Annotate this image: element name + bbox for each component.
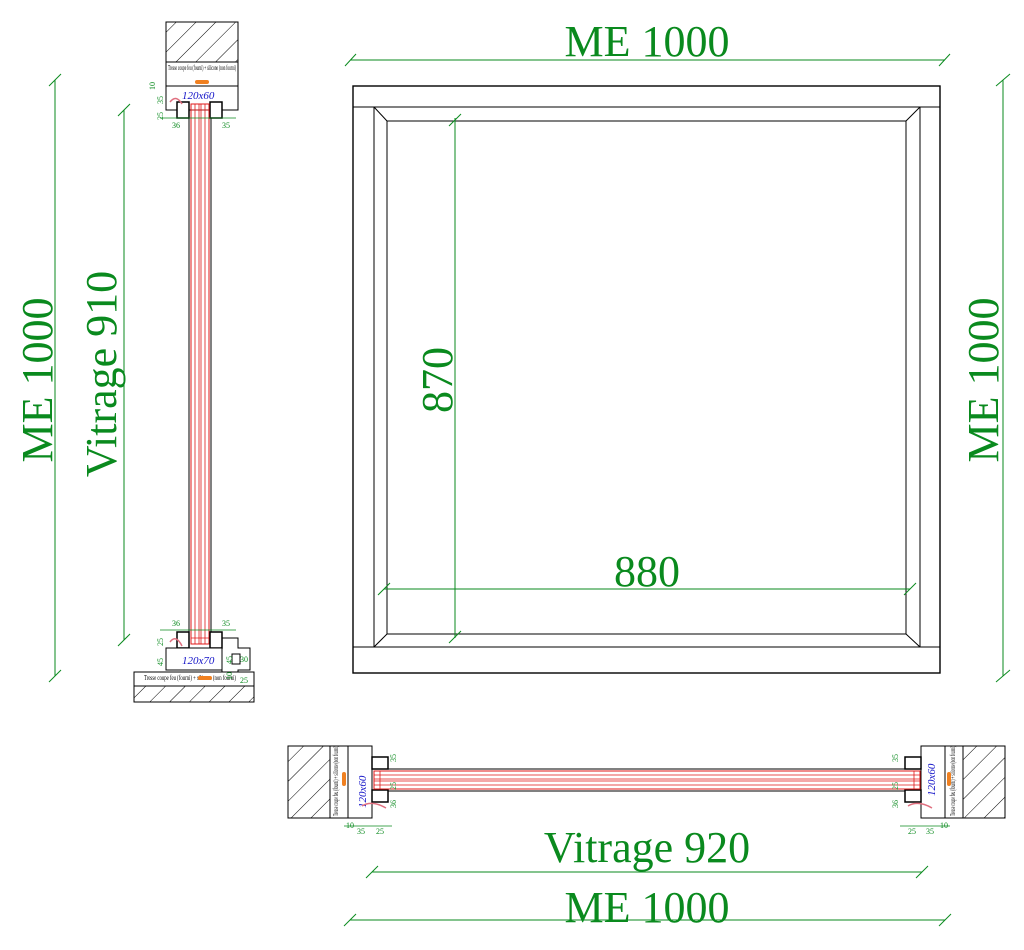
horizontal-glass-dimension: Vitrage 920 bbox=[365, 823, 929, 879]
vdim-top-4: 36 bbox=[172, 121, 180, 130]
vdim-top-5: 35 bbox=[222, 121, 230, 130]
hdim-left-6: 25 bbox=[376, 827, 384, 836]
horizontal-outer-label: ME 1000 bbox=[565, 883, 730, 932]
horizontal-glass bbox=[373, 770, 921, 790]
hdim-left-5: 35 bbox=[357, 827, 365, 836]
vdim-bot-3: 25 bbox=[156, 638, 165, 646]
horizontal-section: Tresse coupe feu (fourni) + silicone (no… bbox=[287, 745, 1006, 932]
hdim-right-4: 10 bbox=[940, 821, 948, 830]
horizontal-outer-dimension: ME 1000 bbox=[343, 883, 952, 932]
glass-height-label: 870 bbox=[413, 347, 462, 413]
hdim-left-3: 36 bbox=[389, 800, 398, 808]
vertical-bottom-profile: 120x70 bbox=[182, 655, 215, 667]
hdim-right-5: 25 bbox=[908, 827, 916, 836]
vertical-glass-dimension: Vitrage 910 bbox=[77, 103, 131, 647]
vdim-bot-2: 35 bbox=[222, 619, 230, 628]
horizontal-right-profile: 120x60 bbox=[926, 763, 938, 796]
bottom-seal bbox=[198, 676, 212, 680]
horizontal-glass-label: Vitrage 920 bbox=[544, 823, 750, 872]
vdim-top-1: 10 bbox=[148, 82, 157, 90]
right-seal bbox=[947, 772, 951, 786]
vertical-glass bbox=[190, 103, 210, 645]
hdim-left-1: 35 bbox=[389, 754, 398, 762]
vertical-outer-label: ME 1000 bbox=[13, 298, 62, 463]
glass-width-dimension: 880 bbox=[377, 547, 917, 596]
floor bbox=[133, 685, 255, 703]
glass-pane bbox=[386, 120, 907, 635]
vdim-bot-1: 36 bbox=[172, 619, 180, 628]
vertical-glass-label: Vitrage 910 bbox=[77, 271, 126, 477]
hdim-right-2: 25 bbox=[891, 782, 900, 790]
vdim-top-3: 25 bbox=[156, 112, 165, 120]
horizontal-left-note: Tresse coupe feu (fourni) + silicone (no… bbox=[332, 746, 340, 816]
front-view: ME 1000 ME 1000 870 880 bbox=[344, 17, 1011, 683]
outer-frame bbox=[352, 85, 941, 674]
vdim-bot-4: 45 bbox=[156, 658, 165, 666]
vertical-bottom-note: Tresse coupe feu (fourni) + silicone (no… bbox=[144, 674, 236, 682]
left-seal bbox=[342, 772, 346, 786]
vdim-bot-7: 10 bbox=[225, 672, 234, 680]
vdim-bot-5: 45 bbox=[225, 656, 234, 664]
vdim-top-2: 35 bbox=[156, 96, 165, 104]
hdim-left-4: 10 bbox=[346, 821, 354, 830]
front-top-dimension: ME 1000 bbox=[344, 17, 951, 67]
horizontal-right-note: Tresse coupe feu (fourni) + silicone (no… bbox=[949, 746, 957, 816]
hdim-right-3: 36 bbox=[891, 800, 900, 808]
front-right-dimension: ME 1000 bbox=[959, 73, 1011, 683]
vertical-top-profile: 120x60 bbox=[182, 90, 215, 102]
sash-frame bbox=[373, 106, 921, 648]
glass-width-label: 880 bbox=[614, 547, 680, 596]
hdim-right-1: 35 bbox=[891, 754, 900, 762]
wall-right bbox=[962, 745, 1006, 819]
front-right-label: ME 1000 bbox=[959, 298, 1008, 463]
vertical-section: Tresse coupe feu (fourni) + silicone (no… bbox=[13, 21, 255, 703]
vdim-bot-8: 25 bbox=[240, 676, 248, 685]
top-seal bbox=[195, 80, 209, 84]
vertical-outer-dimension: ME 1000 bbox=[13, 73, 62, 683]
vertical-top-note: Tresse coupe feu (fourni) + silicone (no… bbox=[168, 64, 236, 72]
front-top-label: ME 1000 bbox=[565, 17, 730, 66]
hdim-right-6: 35 bbox=[926, 827, 934, 836]
glass-height-dimension: 870 bbox=[413, 113, 462, 644]
wall-top bbox=[165, 21, 239, 63]
vdim-bot-6: 30 bbox=[240, 655, 248, 664]
horizontal-left-profile: 120x60 bbox=[357, 775, 369, 808]
hdim-left-2: 25 bbox=[389, 782, 398, 790]
wall-left bbox=[287, 745, 331, 819]
